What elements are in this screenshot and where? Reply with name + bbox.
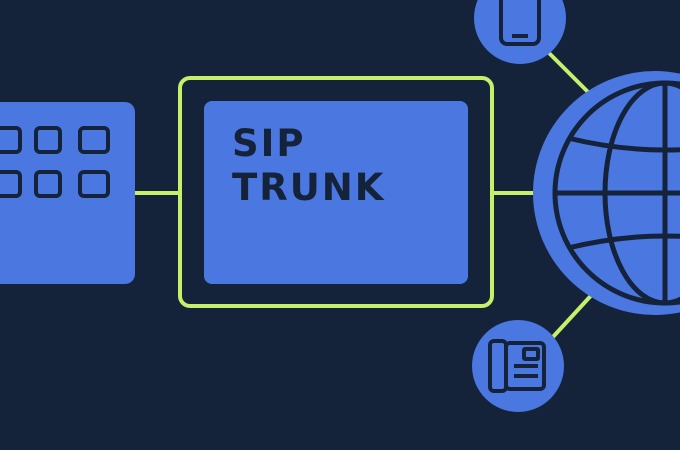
sip-trunk-label-line1: SIP (232, 122, 306, 165)
globe-icon (552, 80, 680, 306)
mobile-node (474, 0, 566, 64)
pbx-node (0, 102, 135, 284)
sip-trunk-node (178, 76, 494, 308)
internet-node (533, 71, 680, 315)
connector-globe-to-mobile (546, 50, 594, 98)
mobile-phone-icon (499, 0, 541, 46)
desk-phone-node (472, 320, 564, 412)
sip-trunk-label: SIP TRUNK (232, 122, 385, 210)
keypad-icon (0, 126, 110, 198)
desk-phone-icon (488, 339, 546, 393)
sip-trunk-inner-box (204, 101, 468, 284)
sip-trunk-label-line2: TRUNK (232, 166, 386, 209)
